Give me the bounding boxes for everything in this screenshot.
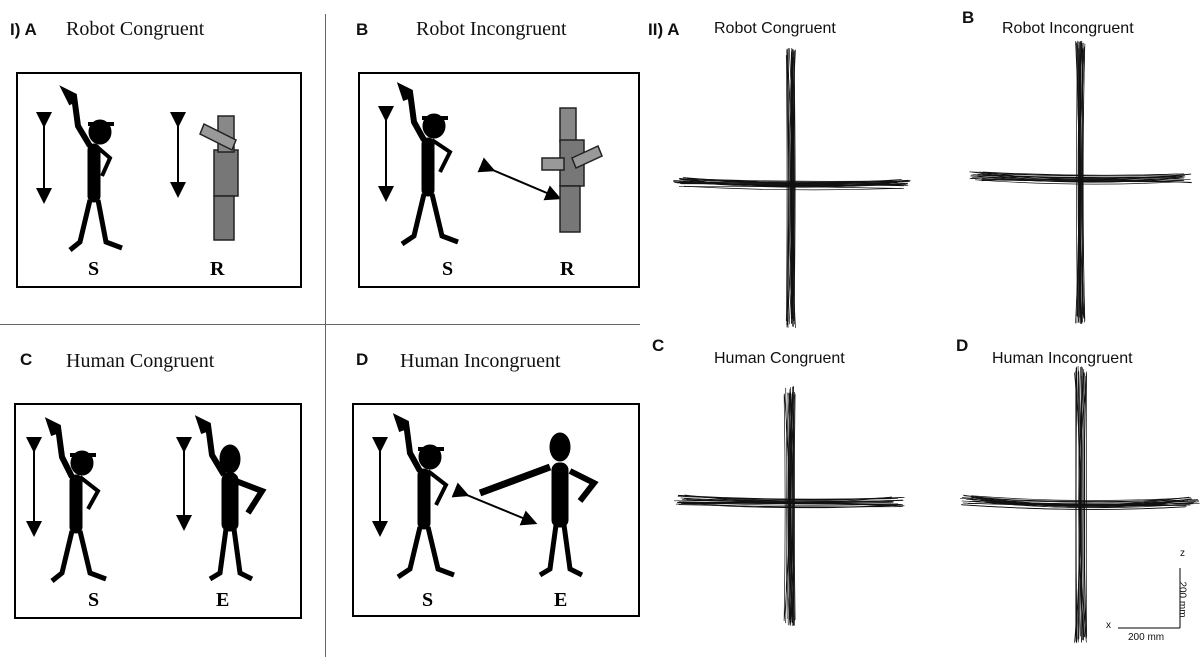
experimenter-figure-icon [194,415,267,582]
trajectory-cross-c [674,386,905,626]
panel-a-right-label: R [210,258,225,280]
diagonal-arrow-icon [477,157,562,201]
human-figure-icon [396,82,459,247]
human-figure-icon [44,417,107,583]
panel-b-left-label: S [442,258,454,280]
panel-a-left-label: S [88,258,100,280]
panel-c-title: Human Congruent [66,350,215,372]
scale-vertical-label: 200 mm [1176,581,1188,618]
panel-c-left-label: S [88,589,100,611]
traj-a-title: Robot Congruent [714,20,836,37]
robot-icon [541,107,603,233]
panel-d-title: Human Incongruent [400,350,561,372]
vertical-divider [325,14,326,657]
panel-b-right-label: R [560,258,575,280]
panel-c-letter: C [20,350,33,369]
robot-icon [199,115,239,241]
traj-c-letter: C [652,336,665,355]
human-figure-icon [392,413,455,580]
experimenter-figure-icon [478,432,599,578]
diagonal-arrow-icon [451,482,538,526]
traj-b-letter: B [962,8,975,27]
panel-b-frame: S R [358,72,640,288]
trajectory-cross-d [960,366,1200,644]
trajectory-plots [673,40,1200,644]
trajectory-cross-a [673,48,911,329]
panel-d-letter: D [356,350,369,369]
panel-c-right-label: E [216,589,230,611]
scale-bar [1118,568,1181,629]
panel-d-frame: S E [352,403,640,617]
traj-d-letter: D [956,336,969,355]
part-two-label: II) A [648,20,680,39]
panel-a-title: Robot Congruent [66,18,205,40]
part-one-label: I) A [10,20,37,39]
panel-b-title: Robot Incongruent [416,18,567,40]
panel-b-letter: B [356,20,369,39]
traj-b-title: Robot Incongruent [1002,20,1134,37]
panel-a-illustration [36,85,239,252]
panel-a-frame: S R [16,72,302,288]
panel-b-illustration [378,82,603,247]
scale-z-axis-label: z [1180,548,1185,559]
traj-c-title: Human Congruent [714,350,845,367]
scale-x-axis-label: x [1106,620,1111,631]
human-figure-icon [59,85,123,252]
panel-c-frame: S E [14,403,302,619]
panel-c-illustration [26,415,267,583]
panel-d-right-label: E [554,589,568,611]
traj-d-title: Human Incongruent [992,350,1133,367]
scale-horizontal-label: 200 mm [1128,632,1165,643]
horizontal-divider [0,324,640,325]
panel-d-left-label: S [422,589,434,611]
trajectory-cross-b [969,40,1192,324]
panel-d-illustration [372,413,599,580]
